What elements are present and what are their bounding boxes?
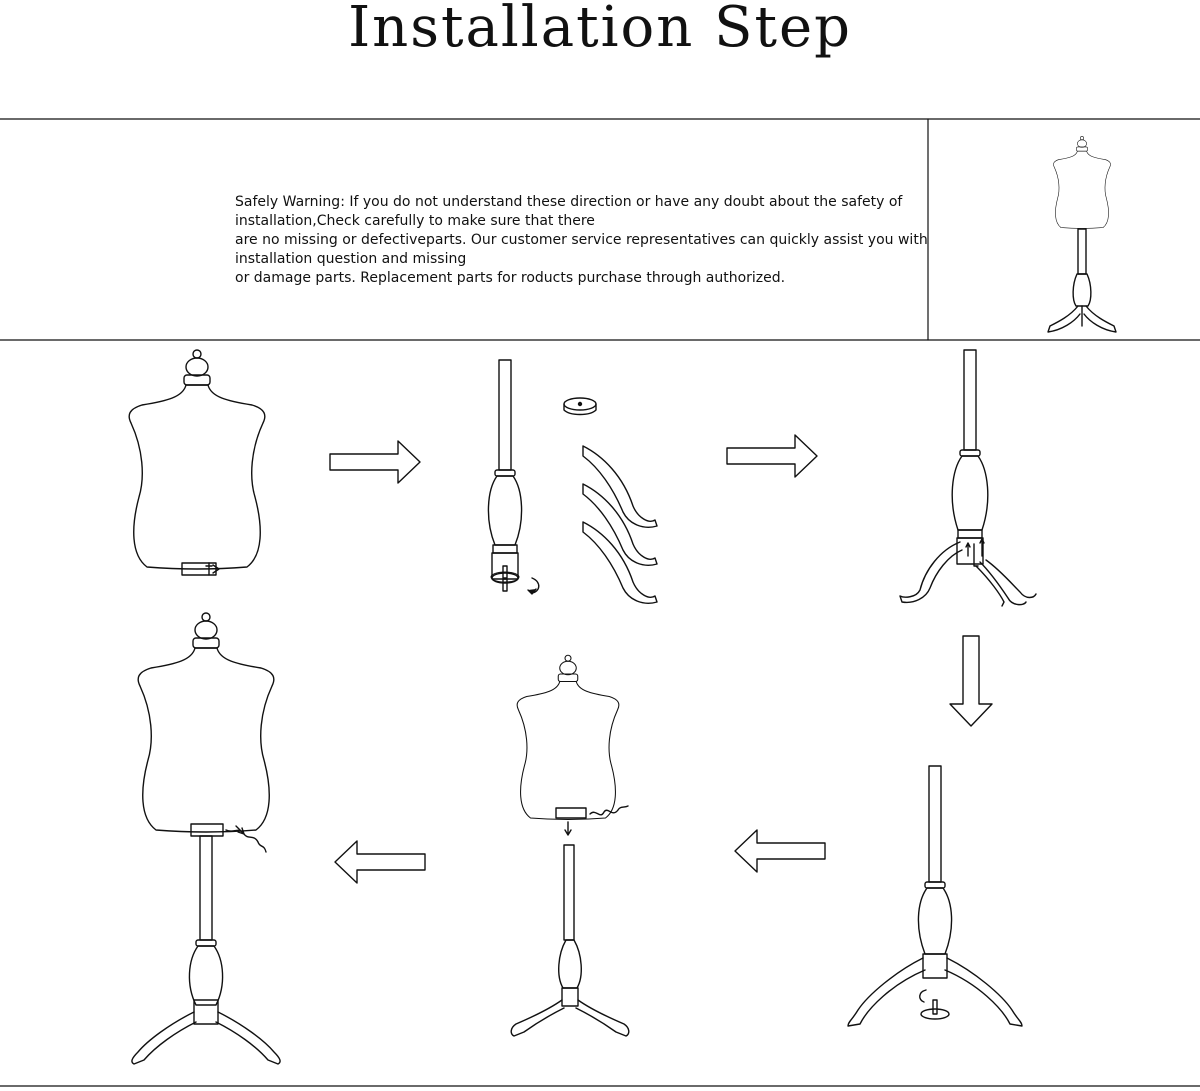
warning-line: Safely Warning: If you do not understand… <box>235 194 903 210</box>
step-3-attach-legs <box>899 349 1037 607</box>
step-6-assembled <box>131 612 281 1065</box>
arrow-left-icon <box>734 829 826 873</box>
arrow-right-icon <box>329 440 421 484</box>
safety-warning: Safely Warning: If you do not understand… <box>235 193 928 288</box>
warning-line: installation,Check carefully to make sur… <box>235 213 595 229</box>
warning-line: are no missing or defectiveparts. Our cu… <box>235 232 928 248</box>
arrow-right-icon <box>726 434 818 478</box>
step-2-parts <box>487 359 658 604</box>
arrow-down-icon <box>949 635 993 727</box>
warning-line: or damage parts. Replacement parts for r… <box>235 270 786 286</box>
step-4-stand-base <box>847 765 1023 1027</box>
screw-icon <box>589 805 629 816</box>
screw-icon <box>225 829 267 853</box>
page-title: Installation Step <box>348 0 852 60</box>
arrow-left-icon <box>334 840 426 884</box>
step-1-torso <box>128 349 266 576</box>
warning-line: installation question and missing <box>235 251 467 267</box>
assembled-mannequin-preview <box>1047 136 1117 333</box>
step-5-place-torso <box>510 654 630 1037</box>
